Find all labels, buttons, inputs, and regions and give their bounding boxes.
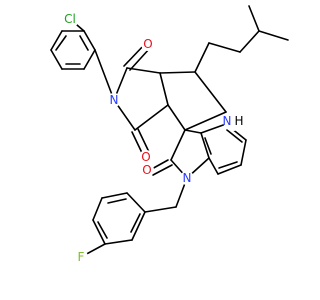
benzo-bond <box>208 157 219 175</box>
ring-bond <box>131 211 146 241</box>
lactam-bond <box>170 129 186 161</box>
atom-labels: Cl N O O N H O N F <box>61 10 244 264</box>
ring-bond <box>50 49 63 70</box>
ring-double <box>97 221 108 239</box>
benzo-bond <box>240 139 247 166</box>
n-aryl-bond <box>94 49 115 101</box>
fluorine-label: F <box>78 250 85 264</box>
isobutyl-bond <box>208 42 241 53</box>
benzo-double <box>218 161 238 169</box>
benzo-bond <box>217 164 242 175</box>
carbonyl-double <box>137 128 150 153</box>
ring-bond <box>104 239 133 245</box>
pyrrolidine-bond <box>194 71 227 113</box>
ring-double <box>79 35 89 51</box>
amine-hydrogen-label: H <box>234 114 243 128</box>
carbonyl-oxygen-lactam-atom: O <box>140 163 154 177</box>
isobutyl-bond <box>258 30 289 41</box>
molecule-structure: Cl N O O N H O N F <box>50 5 289 264</box>
chlorine-label: Cl <box>64 12 76 26</box>
imide-bond <box>126 67 161 74</box>
carbonyl-double <box>129 47 151 71</box>
ring-bond <box>126 192 146 213</box>
bonds <box>50 5 289 258</box>
isobutyl-bond <box>239 30 260 53</box>
benzo-double <box>204 137 212 155</box>
carbonyl-oxygen-bottom-atom: O <box>139 150 153 164</box>
pyrrolidine-bond <box>159 71 196 74</box>
amine-nh-atom: N H <box>223 111 244 131</box>
ring-bond <box>101 192 128 199</box>
carbonyl-oxygen-top-label: O <box>143 37 152 51</box>
ring-double <box>130 213 141 233</box>
benzo-double <box>226 129 243 143</box>
isobutyl-bond <box>248 5 260 32</box>
amine-nitrogen-label: N <box>223 114 232 128</box>
carbonyl-oxygen-top-atom: O <box>141 37 155 51</box>
imide-nitrogen-atom: N <box>107 93 121 107</box>
carbonyl-double <box>131 131 144 156</box>
chlorine-atom: Cl <box>61 10 79 28</box>
ring-bond <box>50 30 63 51</box>
imide-bond <box>134 104 169 131</box>
lactam-bond <box>184 129 202 134</box>
isobutyl-bond <box>194 42 210 73</box>
imide-nitrogen-label: N <box>110 93 119 107</box>
ring-bond <box>83 30 96 51</box>
ring-bond <box>92 219 106 245</box>
carbonyl-oxygen-bottom-label: O <box>141 150 150 164</box>
indole-nitrogen-label: N <box>183 171 192 185</box>
ring-double <box>55 35 67 51</box>
ring-double <box>107 198 127 204</box>
pyrrolidine-bond <box>184 111 227 131</box>
carbonyl-double <box>123 43 146 67</box>
lactam-bond <box>200 132 210 159</box>
ring-bond <box>83 49 96 70</box>
pyrrolidine-bond <box>167 104 186 131</box>
carbonyl-oxygen-lactam-label: O <box>142 163 151 177</box>
lactam-double <box>152 164 173 176</box>
imide-bond <box>159 72 169 106</box>
fluorine-atom: F <box>74 250 88 264</box>
indole-nitrogen-atom: N <box>180 171 194 185</box>
ring-bond <box>92 197 103 221</box>
benzo-bond <box>200 123 227 134</box>
benzyl-bond <box>144 206 177 213</box>
